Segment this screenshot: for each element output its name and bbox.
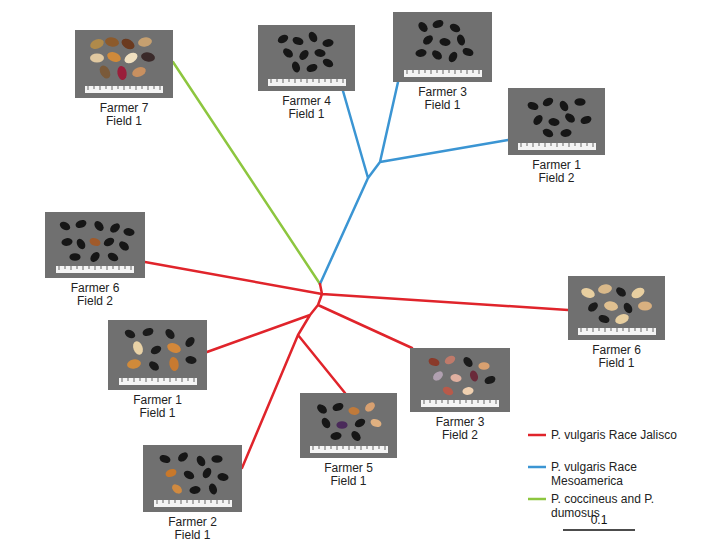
bean-photo xyxy=(410,348,510,412)
legend-text: P. vulgaris Race Mesoamerica xyxy=(551,460,691,488)
sample-label: Field 1 xyxy=(298,475,399,488)
sample-label: Field 1 xyxy=(141,529,244,542)
photo-panel: Farmer 1Field 2 xyxy=(506,88,607,185)
photo-panel: Farmer 2Field 1 xyxy=(141,445,244,542)
legend-entry: P. vulgaris Race Jalisco xyxy=(527,428,691,442)
sample-label: Field 1 xyxy=(566,357,667,370)
photo-panel: Farmer 1Field 1 xyxy=(106,320,209,420)
bean-photo xyxy=(143,445,242,512)
photo-panel: Farmer 7Field 1 xyxy=(73,30,175,128)
sample-label: Farmer 6 xyxy=(566,344,667,357)
legend-line xyxy=(527,460,547,474)
sample-label: Farmer 1 xyxy=(106,394,209,407)
legend-entry: P. coccineus and P. dumosus xyxy=(527,492,691,520)
sample-label: Farmer 4 xyxy=(256,95,357,108)
sample-label: Farmer 3 xyxy=(408,416,512,429)
photo-panel: Farmer 3Field 2 xyxy=(408,348,512,442)
sample-label: Field 1 xyxy=(106,407,209,420)
bean-photo xyxy=(508,88,605,155)
sample-label: Field 2 xyxy=(408,429,512,442)
sample-label: Field 2 xyxy=(506,172,607,185)
legend-line xyxy=(527,492,547,506)
sample-label: Field 2 xyxy=(43,295,147,308)
sample-label: Farmer 3 xyxy=(391,86,494,99)
bean-photo xyxy=(45,212,145,278)
legend-text: P. coccineus and P. dumosus xyxy=(551,492,691,520)
sample-label: Farmer 1 xyxy=(506,159,607,172)
legend-text: P. vulgaris Race Jalisco xyxy=(551,428,691,442)
bean-photo xyxy=(108,320,207,390)
sample-label: Farmer 2 xyxy=(141,516,244,529)
sample-label: Field 1 xyxy=(391,99,494,112)
photo-panel: Farmer 5Field 1 xyxy=(298,393,399,488)
legend-entry: P. vulgaris Race Mesoamerica xyxy=(527,460,691,488)
bean-photo xyxy=(258,25,355,91)
photo-panel: Farmer 4Field 1 xyxy=(256,25,357,121)
photo-panel: Farmer 3Field 1 xyxy=(391,12,494,112)
legend-line xyxy=(527,428,547,442)
bean-photo xyxy=(393,12,492,82)
sample-label: Field 1 xyxy=(256,108,357,121)
sample-label: Field 1 xyxy=(73,115,175,128)
photo-panel: Farmer 6Field 2 xyxy=(43,212,147,308)
bean-photo xyxy=(75,30,173,98)
sample-label: Farmer 7 xyxy=(73,102,175,115)
sample-label: Farmer 5 xyxy=(298,462,399,475)
sample-label: Farmer 6 xyxy=(43,282,147,295)
scale-bar xyxy=(563,529,635,531)
bean-photo xyxy=(300,393,397,458)
photo-panel: Farmer 6Field 1 xyxy=(566,276,667,370)
bean-photo xyxy=(568,276,665,340)
tree-branches xyxy=(145,62,568,468)
